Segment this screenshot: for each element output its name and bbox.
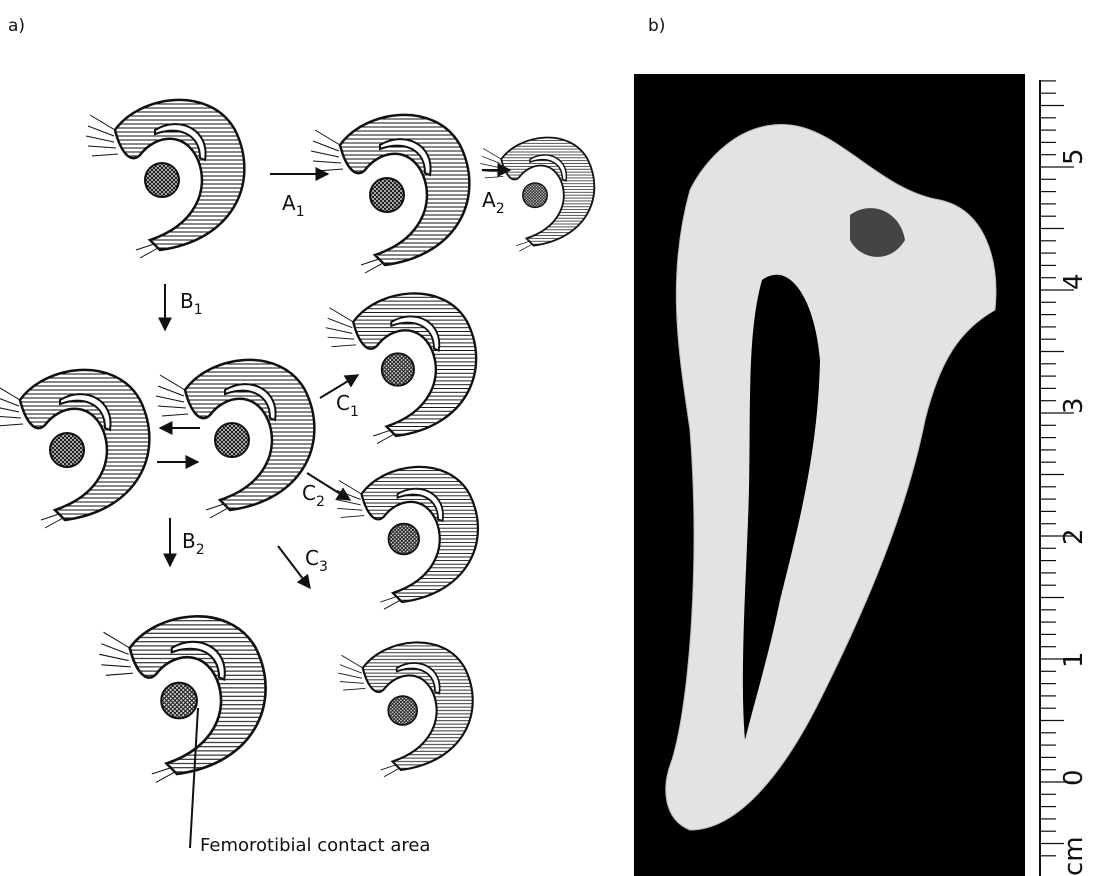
meniscus-left bbox=[0, 370, 149, 528]
meniscus-stage-c3 bbox=[338, 642, 473, 776]
meniscus-stage-c2 bbox=[335, 467, 478, 609]
meniscus-stage-b2 bbox=[99, 616, 265, 782]
label-c2: C2 bbox=[302, 481, 325, 510]
ruler-label-0: 0 bbox=[1059, 769, 1089, 786]
meniscus-center bbox=[156, 360, 314, 518]
meniscus-stage-a2 bbox=[480, 138, 594, 252]
meniscus-normal bbox=[86, 100, 244, 258]
caption-femorotibial: Femorotibial contact area bbox=[200, 835, 430, 856]
ruler-label-4: 4 bbox=[1059, 273, 1089, 290]
meniscus-stage-c1 bbox=[326, 293, 476, 443]
caption-leader-line bbox=[190, 708, 198, 848]
ruler-label-1: 1 bbox=[1059, 651, 1089, 668]
label-c3: C3 bbox=[305, 546, 328, 575]
label-b2: B2 bbox=[182, 529, 205, 558]
ruler-label-3: 3 bbox=[1059, 397, 1089, 414]
ruler-label-5: 5 bbox=[1059, 148, 1089, 165]
label-a2: A2 bbox=[482, 188, 505, 217]
meniscus-stage-a1 bbox=[311, 115, 469, 273]
ruler-label-2: 2 bbox=[1059, 528, 1089, 545]
label-c1: C1 bbox=[336, 391, 359, 420]
label-a1: A1 bbox=[282, 191, 305, 220]
label-b1: B1 bbox=[180, 289, 203, 318]
ruler-unit: cm bbox=[1059, 836, 1089, 876]
